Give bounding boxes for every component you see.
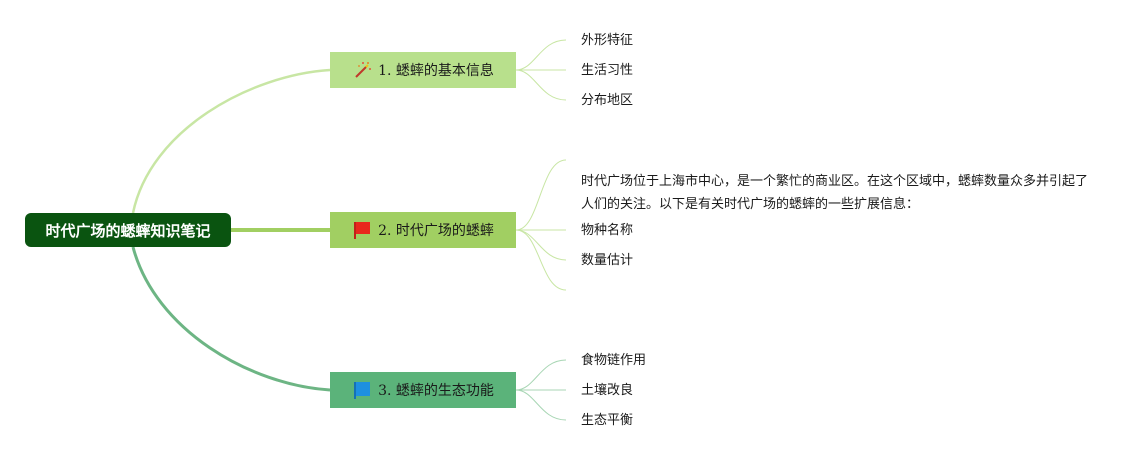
branch-2-leaf-connectors (515, 159, 567, 291)
leaf-appearance[interactable]: 外形特征 (581, 33, 634, 48)
leaf-food-chain[interactable]: 食物链作用 (581, 353, 647, 368)
branch-node-times-square[interactable]: 2. 时代广场的蟋蟀 (330, 212, 516, 248)
branch-label: 2. 时代广场的蟋蟀 (378, 223, 494, 239)
connector-root-branch-1 (131, 68, 331, 214)
connector-root-branch-3 (131, 246, 331, 392)
leaf-soil-improvement[interactable]: 土壤改良 (581, 383, 634, 398)
red-flag-icon (352, 220, 372, 240)
branch-1-leaf-connectors (515, 39, 567, 101)
root-node[interactable]: 时代广场的蟋蟀知识笔记 (25, 213, 231, 247)
leaf-distribution[interactable]: 分布地区 (581, 93, 634, 108)
leaf-times-square-description[interactable]: 时代广场位于上海市中心，是一个繁忙的商业区。在这个区域中，蟋蟀数量众多并引起了人… (581, 174, 1089, 212)
branch-node-basic-info[interactable]: 1. 蟋蟀的基本信息 (330, 52, 516, 88)
branch-node-ecology[interactable]: 3. 蟋蟀的生态功能 (330, 372, 516, 408)
branch-label: 1. 蟋蟀的基本信息 (378, 63, 494, 79)
leaf-ecological-balance[interactable]: 生态平衡 (581, 413, 634, 428)
magic-wand-icon (352, 60, 372, 80)
leaf-species-name[interactable]: 物种名称 (581, 223, 634, 238)
leaf-population-estimate[interactable]: 数量估计 (581, 253, 634, 268)
leaf-habits[interactable]: 生活习性 (581, 63, 634, 78)
branch-3-leaf-connectors (515, 359, 567, 421)
branch-label: 3. 蟋蟀的生态功能 (378, 383, 494, 399)
root-label: 时代广场的蟋蟀知识笔记 (45, 221, 211, 240)
blue-flag-icon (352, 380, 372, 400)
